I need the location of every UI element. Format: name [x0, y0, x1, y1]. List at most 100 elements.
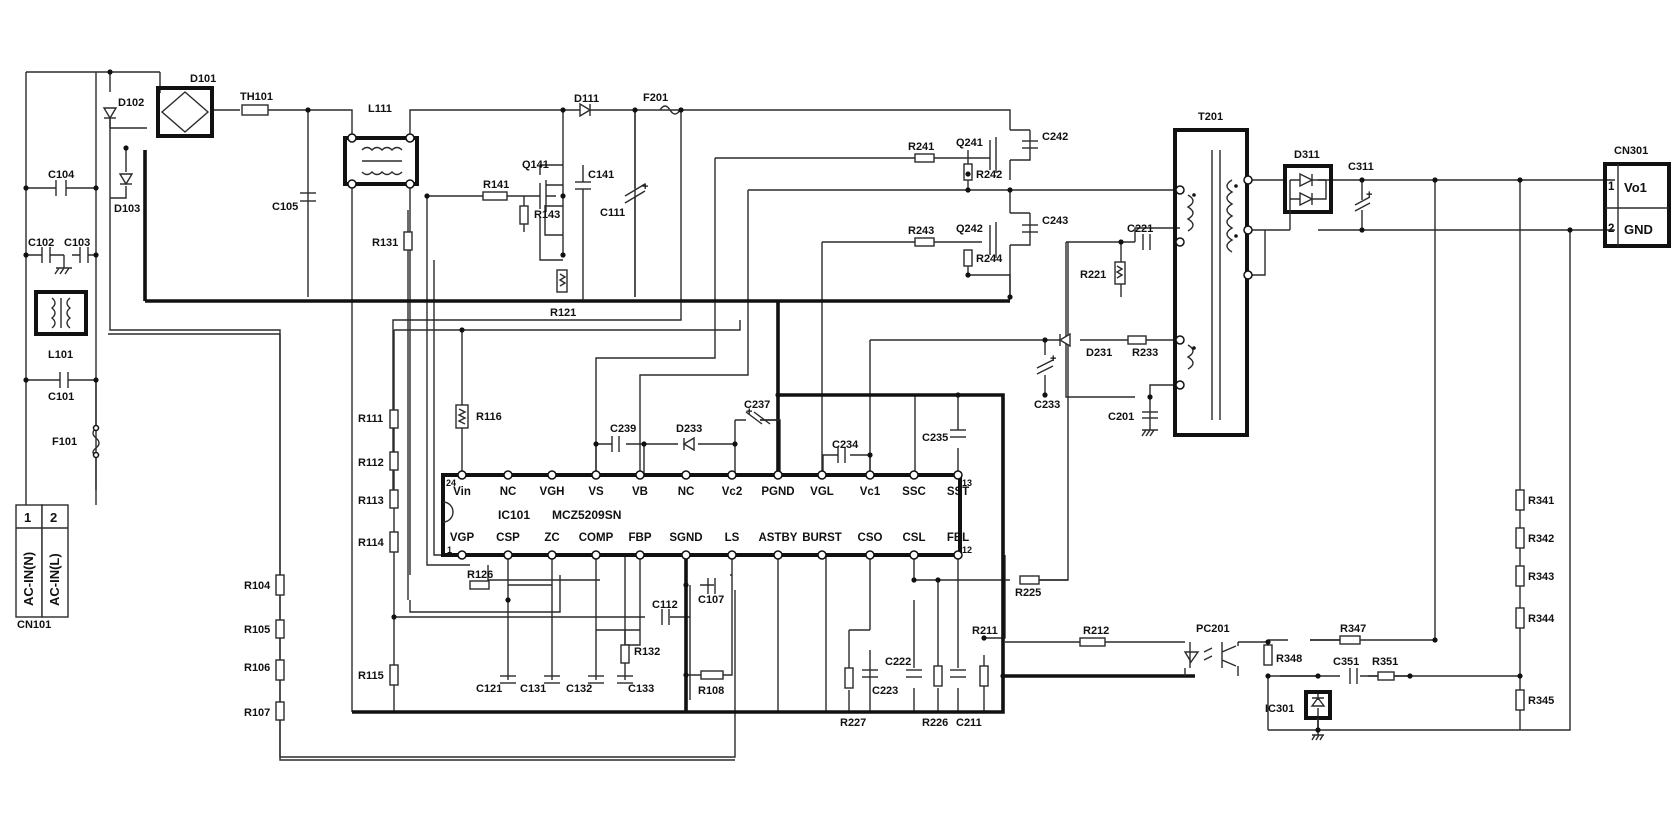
ic101-top-pin-6 — [681, 470, 691, 480]
c133-label: C133 — [628, 683, 654, 695]
r221-label: R221 — [1080, 269, 1106, 281]
junction-dot — [107, 69, 113, 75]
ic101-top-pin-label-3: VGH — [540, 486, 565, 498]
r343-label: R343 — [1528, 571, 1554, 583]
c221-r221: C221 R221 — [1080, 223, 1153, 285]
ic101-top-pin-7 — [727, 470, 737, 480]
ic101-bottom-pin-2 — [503, 550, 513, 560]
c103-label: C103 — [64, 237, 90, 249]
c242-label: C242 — [1042, 131, 1068, 143]
bold-rails — [143, 150, 1195, 714]
junction-dot — [632, 107, 638, 113]
junction-dot — [23, 377, 29, 383]
svg-text:+: + — [746, 406, 752, 418]
junction-dot — [911, 577, 917, 583]
ic101-top-pin-5 — [635, 470, 645, 480]
junction-dots — [23, 69, 1573, 733]
junction-dot — [1315, 727, 1321, 733]
junction-dot — [935, 577, 941, 583]
ic101-bottom-pin-label-7: LS — [725, 532, 740, 544]
junction-dot — [560, 252, 566, 258]
ic101-bottom-pin-10 — [865, 550, 875, 560]
f101-label: F101 — [52, 436, 77, 448]
c101-label: C101 — [48, 391, 74, 403]
ic101-bottom-pin-1 — [457, 550, 467, 560]
junction-dot — [1407, 673, 1413, 679]
junction-dot — [1265, 673, 1271, 679]
half-bridge: R241 Q241 C242 R242 R243 Q242 C243 R244 — [908, 131, 1068, 267]
ic101-bottom-pin-label-3: ZC — [544, 532, 559, 544]
ic101-top-pin-label-4: VS — [588, 486, 604, 498]
l111-choke: L111 — [343, 103, 419, 189]
junction-dot — [981, 635, 987, 641]
r131-label: R131 — [372, 237, 398, 249]
r112-label: R112 — [358, 457, 384, 469]
junction-dot — [775, 392, 781, 398]
ic101-bottom-pin-label-4: COMP — [579, 532, 614, 544]
ic101-top-pin-9 — [817, 470, 827, 480]
r341-label: R341 — [1528, 495, 1554, 507]
l111-label: L111 — [368, 103, 392, 115]
cn301-pin-1: 1 — [1608, 181, 1615, 193]
r212-label: R212 — [1083, 625, 1109, 637]
junction-dot — [505, 597, 511, 603]
svg-text:+: + — [1050, 353, 1056, 365]
cn301-vo1: Vo1 — [1624, 180, 1647, 195]
junction-dot — [93, 185, 99, 191]
junction-dot — [1118, 239, 1124, 245]
c233-label: C233 — [1034, 399, 1060, 411]
ic101-top-pin-label-8: PGND — [761, 486, 794, 498]
junction-dot — [1315, 673, 1321, 679]
junction-dot — [1265, 639, 1271, 645]
x-capacitors: C104 C102 C103 C101 — [28, 169, 90, 403]
junction-dot — [93, 252, 99, 258]
ic101-top-pin-label-2: NC — [500, 486, 517, 498]
junction-dot — [1359, 227, 1365, 233]
r131-resistor: R131 — [372, 231, 413, 251]
ic101-top-pin-label-9: VGL — [810, 486, 834, 498]
junction-dot — [391, 614, 397, 620]
junction-dot — [955, 392, 961, 398]
cn101-signal-l: AC-IN(L) — [47, 553, 62, 606]
cn101-label: CN101 — [17, 619, 51, 631]
aux-winding-parts: D231 R233 + C233 C201 — [1034, 332, 1158, 437]
r351-label: R351 — [1372, 656, 1398, 668]
r114-label: R114 — [358, 537, 385, 549]
cn301-connector: 1 2 Vo1 GND CN301 — [1603, 145, 1671, 248]
junction-dot — [459, 327, 465, 333]
junction-dot — [1147, 394, 1153, 400]
ic101-top-pin-label-7: Vc2 — [722, 486, 742, 498]
junction-dot — [1042, 337, 1048, 343]
r141-label: R141 — [483, 179, 509, 191]
ic101-pin12-num: 12 — [962, 545, 972, 555]
d111-f201: D111 F201 — [574, 92, 681, 118]
cn101-signal-n: AC-IN(N) — [21, 552, 36, 606]
ic101-bottom-pin-label-10: CSO — [858, 532, 883, 544]
c223-label: C223 — [872, 685, 898, 697]
ic101-top-pin-label-11: SSC — [902, 486, 926, 498]
junction-dot — [23, 185, 29, 191]
r225-label: R225 — [1015, 587, 1041, 599]
junction-dot — [1007, 187, 1013, 193]
r233-label: R233 — [1132, 347, 1158, 359]
ic101-bottom-pin-8 — [773, 550, 783, 560]
ic101-bottom-pin-label-2: CSP — [496, 532, 520, 544]
ic101-top-pin-label-1: Vin — [453, 486, 471, 498]
ic101-bottom-pin-7 — [727, 550, 737, 560]
junction-dot — [1042, 392, 1048, 398]
r105-label: R105 — [244, 624, 270, 636]
cn101-connector: 1 2 AC-IN(N) AC-IN(L) CN101 — [15, 504, 69, 631]
d231-label: D231 — [1086, 347, 1112, 359]
ic101-top-pin-label-6: NC — [678, 486, 695, 498]
f201-label: F201 — [643, 92, 668, 104]
r115-label: R115 — [358, 670, 384, 682]
junction-dot — [23, 252, 29, 258]
r243-label: R243 — [908, 225, 934, 237]
c235-label: C235 — [922, 432, 948, 444]
junction-dot — [593, 441, 599, 447]
wiring — [25, 71, 1615, 761]
d101-label: D101 — [190, 73, 216, 85]
c105-label: C105 — [272, 201, 298, 213]
c104-label: C104 — [48, 169, 75, 181]
